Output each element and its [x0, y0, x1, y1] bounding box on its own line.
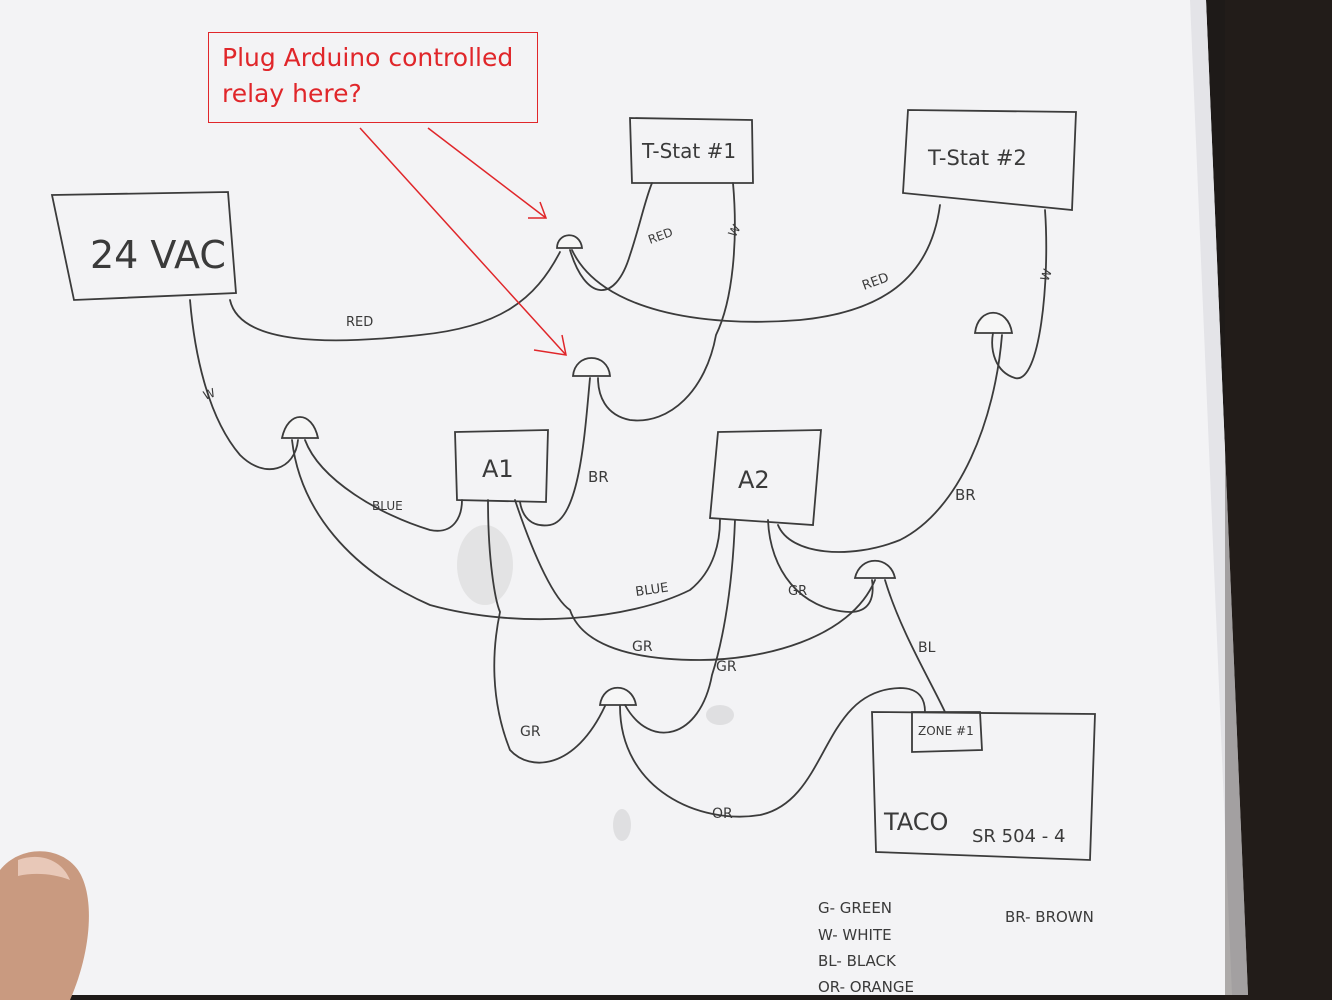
zone-label: ZONE #1 — [918, 724, 974, 738]
tstat1-label: T-Stat #1 — [641, 139, 736, 163]
smudge — [457, 525, 513, 605]
wire-label-br-a1: BR — [588, 468, 609, 486]
arrowhead-top-nut — [528, 201, 548, 219]
thumb — [0, 851, 89, 1000]
tstat2-label: T-Stat #2 — [927, 146, 1027, 170]
thumbnail — [18, 856, 70, 880]
wire-white-power — [189, 299, 299, 471]
wire-bl-zone — [884, 579, 946, 713]
wire-nut-a2 — [853, 560, 897, 579]
smudge — [706, 705, 734, 725]
wire-label-gr-mid: GR — [632, 639, 653, 655]
a1-label: A1 — [482, 455, 514, 483]
wire-gr-a2 — [767, 519, 874, 613]
tstat2-box — [902, 109, 1077, 211]
callout-text: Plug Arduino controlled relay here? — [222, 40, 532, 112]
wire-white-tstat1 — [597, 182, 736, 422]
wire-nut-left — [280, 416, 320, 439]
legend-black: BL- BLACK — [818, 952, 897, 970]
legend-brown: BR- BROWN — [1005, 908, 1094, 926]
arrow-to-top-nut — [427, 127, 547, 219]
wire-nut-middle — [572, 357, 611, 377]
wire-nut-bottom — [598, 687, 638, 706]
power-label: 24 VAC — [90, 233, 226, 277]
power-24vac-box — [50, 191, 237, 301]
a2-box — [709, 429, 822, 526]
wire-blue-a2 — [291, 439, 721, 621]
paper-edge-shadow — [1190, 0, 1248, 995]
wire-label-gr-left: GR — [520, 724, 541, 740]
wire-gr-a2-to-bottom — [624, 519, 736, 734]
legend-white: W- WHITE — [818, 926, 892, 944]
table-surface — [1225, 0, 1332, 1000]
wire-br-a1 — [519, 377, 591, 527]
wire-red-tstat2 — [571, 204, 941, 323]
wire-label-white-tstat2: W — [1038, 267, 1055, 283]
wire-label-br-a2: BR — [955, 486, 976, 504]
wire-blue-a1 — [304, 439, 463, 532]
arrowhead-middle-nut — [533, 334, 567, 356]
taco-box — [871, 711, 1096, 861]
callout-line-1: Plug Arduino controlled — [222, 43, 514, 72]
wire-gr-a1-to-nut — [514, 499, 876, 661]
wire-white-tstat2 — [991, 209, 1048, 379]
wire-label-gr-a2: GR — [788, 584, 807, 599]
legend-orange: OR- ORANGE — [818, 978, 914, 996]
wire-or-zone — [619, 687, 926, 818]
wire-red-tstat1 — [569, 182, 653, 291]
paper-sheet — [0, 0, 1248, 995]
wire-label-or: OR — [712, 806, 733, 822]
wire-label-bl-zone: BL — [918, 640, 936, 656]
wire-gr-a1 — [487, 499, 606, 764]
wire-label-red-main: RED — [346, 315, 373, 330]
arrow-to-middle-nut — [359, 127, 567, 356]
zone1-box — [911, 711, 983, 753]
taco-label: TACO — [883, 808, 948, 836]
wire-label-white-power: W — [201, 386, 217, 403]
wire-label-blue-a2: BLUE — [634, 580, 669, 599]
legend-green: G- GREEN — [818, 899, 892, 917]
wire-label-gr-right: GR — [716, 659, 737, 675]
wire-label-blue-a1: BLUE — [372, 499, 403, 513]
taco-model-label: SR 504 - 4 — [972, 826, 1065, 847]
callout-line-2: relay here? — [222, 79, 362, 108]
a1-box — [454, 429, 549, 503]
smudge — [613, 809, 631, 841]
callout-box — [208, 32, 538, 123]
wire-nut-top — [556, 234, 584, 249]
wire-red-power — [229, 251, 561, 342]
wire-nut-right — [973, 311, 1014, 334]
tstat1-box — [629, 117, 754, 184]
a2-label: A2 — [738, 466, 770, 494]
wire-br-a2 — [777, 334, 1003, 553]
